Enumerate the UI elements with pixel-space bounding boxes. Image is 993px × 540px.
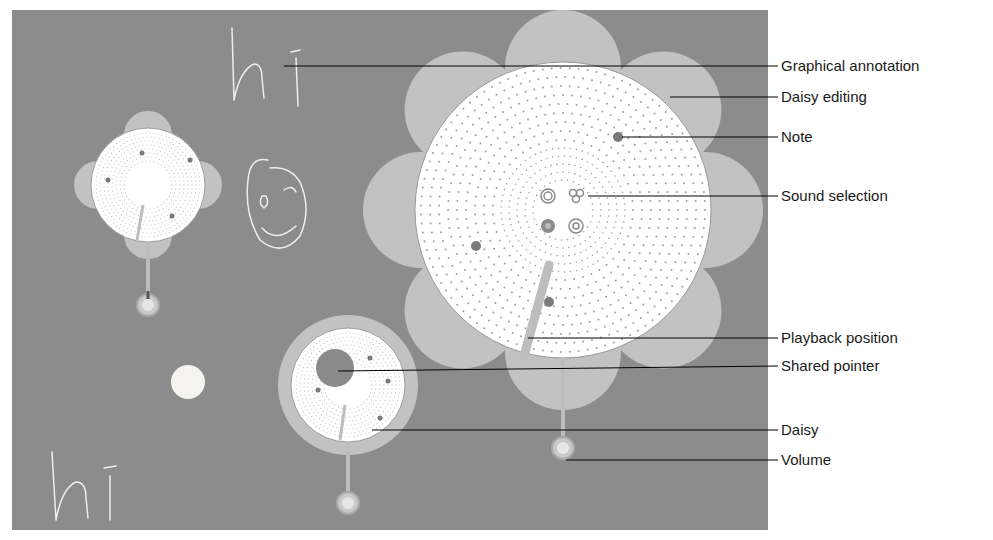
- callout-label: Graphical annotation: [781, 57, 919, 75]
- volume-knob: [552, 437, 574, 459]
- daisy-ring: [278, 315, 418, 455]
- callout-label: Shared pointer: [781, 357, 879, 375]
- playback-bar: [137, 205, 143, 240]
- playback-bar: [340, 405, 345, 440]
- volume-knob: [337, 492, 359, 514]
- shared-pointer: [316, 349, 354, 387]
- callout-label: Volume: [781, 451, 831, 469]
- playback-bar: [524, 265, 549, 356]
- stem: [346, 442, 350, 494]
- graphical-annotation: [52, 28, 306, 520]
- daisy-petals: [363, 10, 763, 410]
- notes: [316, 356, 391, 421]
- daisy-disc: [291, 328, 405, 442]
- volume-knob: [342, 497, 354, 509]
- grid-dots: [296, 333, 401, 438]
- daisy-disc: [91, 128, 205, 242]
- user-pointer: [171, 365, 205, 399]
- notes: [471, 132, 623, 307]
- stem: [561, 358, 565, 438]
- leader-lines: [284, 66, 778, 460]
- callout-label: Daisy: [781, 421, 819, 439]
- notes: [106, 151, 193, 219]
- daisy-center: [127, 164, 169, 206]
- grid-dots: [96, 133, 201, 238]
- volume-knob: [557, 442, 569, 454]
- grid-dots: [420, 67, 706, 353]
- canvas: [12, 10, 768, 530]
- volume-knob: [142, 299, 154, 311]
- stem: [146, 242, 150, 296]
- callout-label: Daisy editing: [781, 88, 867, 106]
- callout-label: Playback position: [781, 329, 898, 347]
- daisy-disc: [415, 62, 711, 358]
- callout-label: Sound selection: [781, 187, 888, 205]
- sound-icons: [541, 189, 584, 233]
- daisy-petals: [74, 111, 222, 259]
- sound-icon: [545, 223, 551, 229]
- callout-label: Note: [781, 128, 813, 146]
- stem: [147, 291, 150, 299]
- sound-icon: [541, 219, 555, 233]
